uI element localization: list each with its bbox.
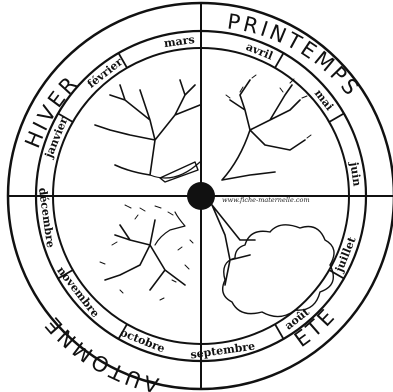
summer-tree-icon <box>212 205 334 317</box>
credit-text: www.fiche-maternelle.com <box>222 196 310 204</box>
month-divider <box>329 114 344 123</box>
month-divider <box>275 324 284 339</box>
month-label-jun: juin <box>347 160 363 187</box>
spring-tree-icon <box>222 75 311 180</box>
month-label-may: mai <box>312 87 336 113</box>
month-divider <box>275 53 284 68</box>
month-label-nov: novembre <box>54 264 102 320</box>
autumn-tree-icon <box>100 205 193 300</box>
center-hub <box>187 182 215 210</box>
winter-tree-icon <box>95 80 200 182</box>
